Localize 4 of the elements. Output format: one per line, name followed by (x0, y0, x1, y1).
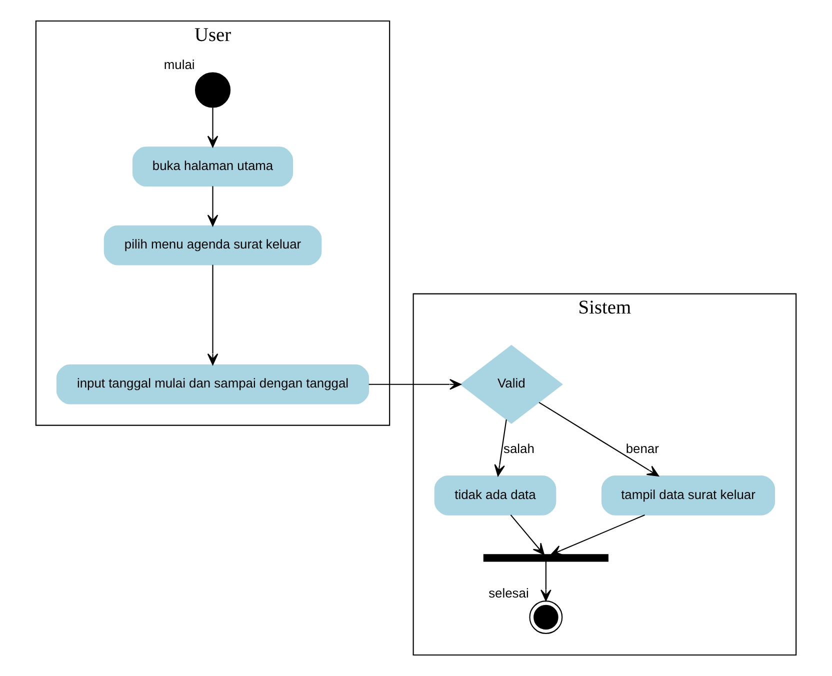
node-label: mulai (164, 57, 195, 72)
node-label: selesai (488, 585, 529, 600)
edge-label: salah (504, 440, 534, 456)
edge-label: benar (626, 440, 659, 456)
